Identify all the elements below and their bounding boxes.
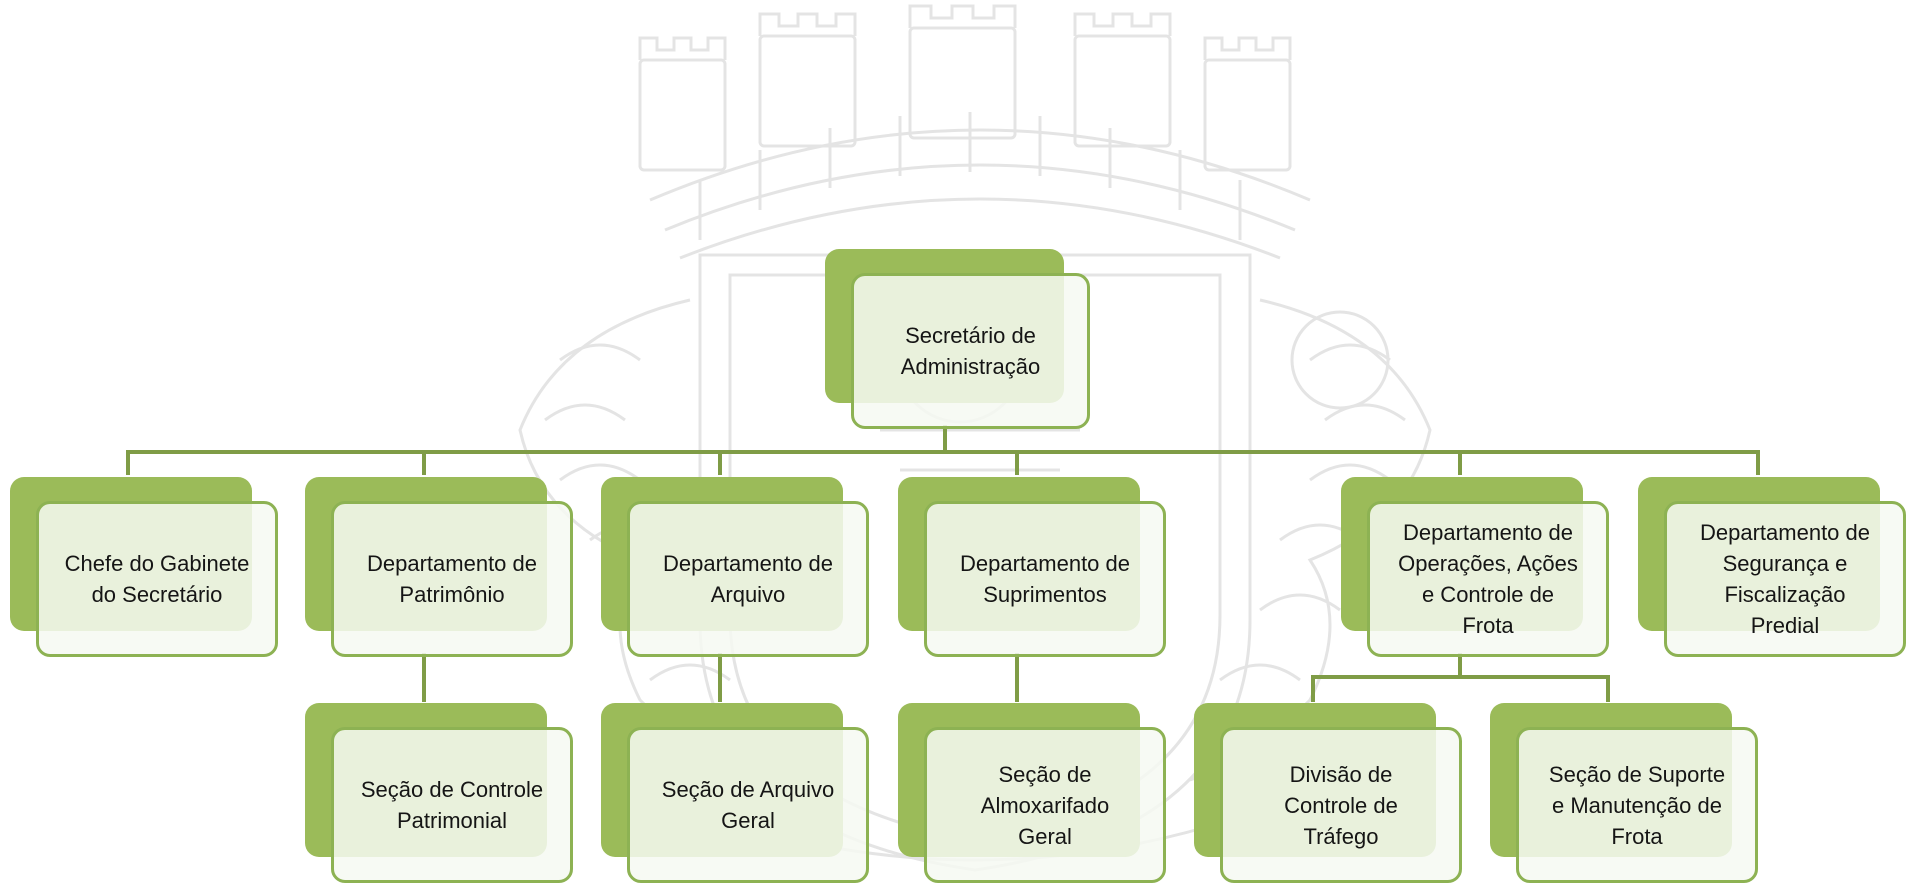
node-secao-almoxarifado-geral: Seção de Almoxarifado Geral	[898, 703, 1166, 883]
node-departamento-patrimonio: Departamento de Patrimônio	[305, 477, 573, 657]
node-label: Departamento de Arquivo	[627, 501, 869, 657]
crown-turret-icon	[758, 12, 857, 148]
crown-turret-icon	[1203, 36, 1292, 172]
node-chefe-gabinete: Chefe do Gabinete do Secretário	[10, 477, 278, 657]
node-departamento-operacoes: Departamento de Operações, Ações e Contr…	[1341, 477, 1609, 657]
node-secao-suporte-manutencao-frota: Seção de Suporte e Manutenção de Frota	[1490, 703, 1758, 883]
node-departamento-seguranca: Departamento de Segurança e Fiscalização…	[1638, 477, 1906, 657]
crown-turret-icon	[638, 36, 727, 172]
node-label: Chefe do Gabinete do Secretário	[36, 501, 278, 657]
node-label: Secretário de Administração	[851, 273, 1090, 429]
node-secao-arquivo-geral: Seção de Arquivo Geral	[601, 703, 869, 883]
node-label: Divisão de Controle de Tráfego	[1220, 727, 1462, 883]
node-secao-controle-patrimonial: Seção de Controle Patrimonial	[305, 703, 573, 883]
node-label: Departamento de Operações, Ações e Contr…	[1367, 501, 1609, 657]
node-departamento-suprimentos: Departamento de Suprimentos	[898, 477, 1166, 657]
node-label: Seção de Almoxarifado Geral	[924, 727, 1166, 883]
node-secretario: Secretário de Administração	[825, 249, 1090, 429]
node-divisao-controle-trafego: Divisão de Controle de Tráfego	[1194, 703, 1462, 883]
node-label: Seção de Arquivo Geral	[627, 727, 869, 883]
node-label: Seção de Suporte e Manutenção de Frota	[1516, 727, 1758, 883]
node-label: Seção de Controle Patrimonial	[331, 727, 573, 883]
node-departamento-arquivo: Departamento de Arquivo	[601, 477, 869, 657]
crown-turret-icon	[1073, 12, 1172, 148]
crown-turret-icon	[908, 4, 1017, 140]
node-label: Departamento de Suprimentos	[924, 501, 1166, 657]
node-label: Departamento de Segurança e Fiscalização…	[1664, 501, 1906, 657]
node-label: Departamento de Patrimônio	[331, 501, 573, 657]
